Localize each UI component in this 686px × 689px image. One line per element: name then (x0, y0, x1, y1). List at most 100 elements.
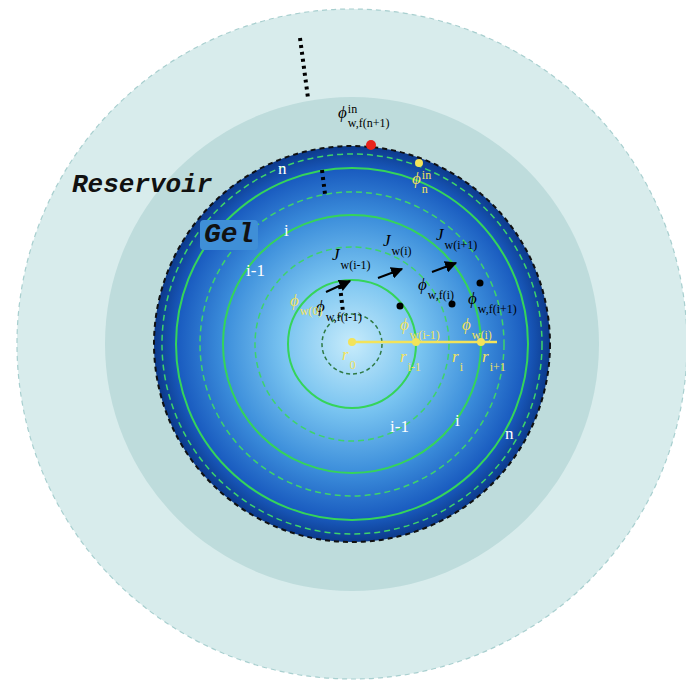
label-anchor: ϕ (412, 170, 421, 188)
label-anchor: i (460, 357, 463, 375)
subscript: w,f(n+1) (348, 117, 390, 129)
symbol: J (332, 246, 340, 263)
label-anchor: J (332, 246, 340, 264)
symbol: r (452, 348, 459, 365)
subscript: w(i-1) (341, 259, 371, 271)
label-anchor: w(i-1) (410, 325, 440, 343)
label-anchor: in (348, 99, 357, 117)
label-anchor: i-1 (390, 418, 409, 436)
label-anchor: J (383, 232, 391, 250)
label-anchor: w(i-1) (341, 255, 371, 273)
label-anchor: n (422, 179, 428, 197)
label-anchor: w(0) (300, 301, 323, 319)
shell-index: i (284, 222, 289, 239)
symbol: ϕ (400, 316, 409, 333)
reservoir-outer (17, 9, 686, 679)
shell-index: i-1 (246, 262, 265, 279)
label-anchor: w(i) (472, 325, 492, 343)
subscript: i-1 (408, 361, 421, 373)
subscript: w,f(i+1) (478, 303, 517, 315)
symbol: ϕ (290, 292, 299, 309)
subscript: w(0) (300, 305, 323, 317)
shell-index: i (455, 412, 460, 429)
subscript: n (422, 183, 428, 195)
subscript: w(i-1) (410, 329, 440, 341)
label-anchor: w(i) (392, 241, 412, 259)
surface-point (415, 159, 423, 167)
symbol: ϕ (462, 316, 471, 333)
region-label: Reservoir (72, 172, 212, 198)
text-anchor: Reservoir (72, 172, 212, 198)
label-anchor: ϕ (418, 276, 427, 294)
shell-index: i-1 (390, 418, 409, 435)
radius-points (348, 159, 485, 346)
subscript: w,f(i-1) (326, 311, 362, 323)
symbol: J (436, 226, 444, 243)
label-anchor: i (455, 412, 460, 430)
symbol: ϕ (418, 276, 427, 293)
symbol: r (342, 346, 349, 363)
symbol: ϕ (468, 290, 477, 307)
label-anchor: ϕ (462, 316, 471, 334)
subscript: w(i) (392, 245, 412, 257)
face-circle (162, 154, 542, 534)
superscript: in (348, 103, 357, 115)
subscript: w(i+1) (445, 239, 478, 251)
ellipsis-line (300, 38, 308, 98)
subscript: w(i) (472, 329, 492, 341)
face-point (477, 280, 484, 287)
label-anchor: w,f(i) (428, 285, 454, 303)
symbol: ϕ (338, 104, 347, 121)
label-anchor: in (422, 165, 431, 183)
shell-circle (223, 215, 481, 473)
superscript: in (422, 169, 431, 181)
text-anchor: Gel (200, 220, 258, 250)
symbol: r (400, 348, 407, 365)
label-anchor: r (482, 348, 489, 366)
label-anchor: n (505, 425, 514, 443)
subscript: w,f(i) (428, 289, 454, 301)
label-anchor: n (278, 160, 287, 178)
face-point (397, 303, 404, 310)
shell-circle (176, 168, 528, 520)
label-anchor: r (400, 348, 407, 366)
label-anchor: i+1 (490, 357, 506, 375)
shell-index: n (278, 160, 287, 177)
label-anchor: ϕ (338, 104, 347, 122)
shell-index: n (505, 425, 514, 442)
subscript: i (460, 361, 463, 373)
symbol: J (383, 232, 391, 249)
flux-arrow (326, 281, 350, 292)
label-anchor: r (452, 348, 459, 366)
label-anchor: i-1 (408, 357, 421, 375)
label-anchor: w,f(n+1) (348, 113, 390, 131)
label-anchor: i (284, 222, 289, 240)
label-anchor: w(i+1) (445, 235, 478, 253)
grid-point (348, 338, 356, 346)
label-anchor: w,f(i-1) (326, 307, 362, 325)
label-anchor: r (342, 346, 349, 364)
label-anchor: w,f(i+1) (478, 299, 517, 317)
subscript: i+1 (490, 361, 506, 373)
label-anchor: i-1 (246, 262, 265, 280)
label-anchor: 0 (350, 355, 356, 373)
symbol: r (482, 348, 489, 365)
shell-circles (162, 154, 542, 534)
region-label: Gel (200, 220, 258, 250)
ellipsis-dots (300, 38, 343, 312)
shell-circle (288, 280, 416, 408)
gel-outline (154, 146, 550, 542)
label-anchor: ϕ (290, 292, 299, 310)
face-point (449, 301, 456, 308)
label-anchor: J (436, 226, 444, 244)
face-circle (200, 192, 504, 496)
label-anchor: ϕ (468, 290, 477, 308)
ellipsis-line (340, 286, 343, 312)
label-anchor: ϕ (400, 316, 409, 334)
face-points (397, 280, 484, 310)
flux-arrow (432, 263, 456, 272)
subscript: 0 (350, 359, 356, 371)
face-circle (255, 247, 449, 441)
boundary-point (366, 140, 376, 150)
